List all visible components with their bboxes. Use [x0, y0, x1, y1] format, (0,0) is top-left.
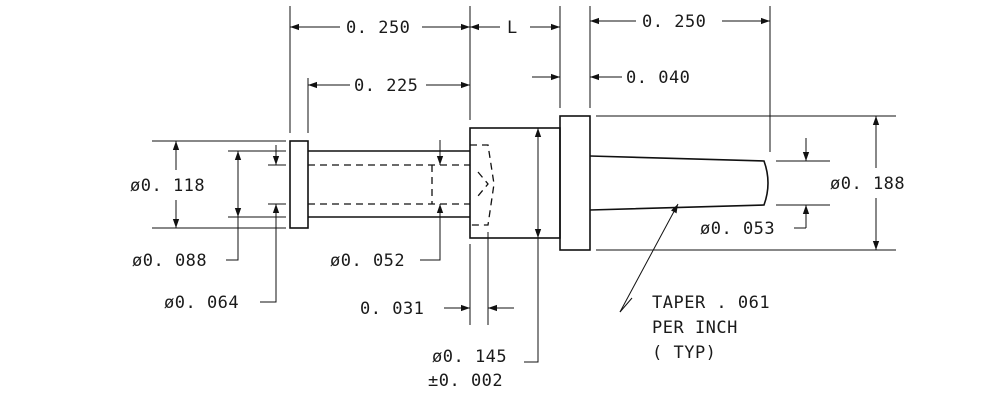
dimension-labels: 0. 250 L 0. 250 0. 225 0. 040 ø0. 118 ø0… [130, 12, 905, 391]
flange [559, 115, 591, 251]
label-inner-length: 0. 225 [354, 76, 418, 96]
label-dia-outer-left: ø0. 118 [130, 176, 205, 196]
taper-note-line3: ( TYP) [652, 343, 716, 363]
label-flange-thickness: 0. 040 [626, 68, 690, 88]
label-top-left-length: 0. 250 [346, 18, 410, 38]
label-dia-body: ø0. 145 [432, 347, 507, 367]
hidden-cone [477, 171, 489, 197]
extension-lines [152, 6, 896, 325]
label-dia-body-tolerance: ±0. 002 [428, 371, 503, 391]
taper-note-line1: TAPER . 061 [652, 293, 770, 313]
part-geometry [289, 115, 769, 251]
dimension-lines [172, 17, 880, 363]
label-dia-flange: ø0. 188 [830, 174, 905, 194]
label-top-right-length: 0. 250 [642, 12, 706, 32]
label-chamfer-depth: 0. 031 [360, 299, 424, 319]
label-dia-tip: ø0. 053 [700, 219, 775, 239]
tapered-pin [589, 155, 769, 211]
label-dia-inner-left: ø0. 064 [164, 293, 239, 313]
label-dia-bore: ø0. 052 [330, 251, 405, 271]
taper-note-line2: PER INCH [652, 318, 738, 338]
label-gap-length: L [507, 18, 518, 38]
left-collar [289, 140, 309, 229]
hidden-chamfer [470, 144, 495, 226]
label-dia-mid-left: ø0. 088 [132, 251, 207, 271]
